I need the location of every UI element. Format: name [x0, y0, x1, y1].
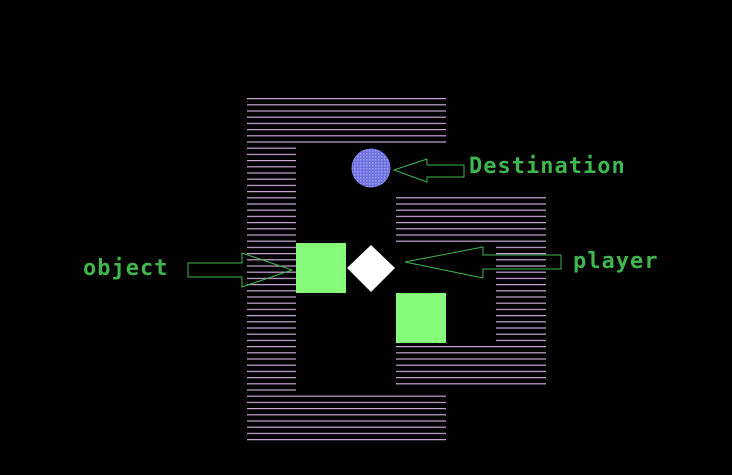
- destination-icon: [351, 148, 391, 188]
- wall-top: [247, 98, 446, 144]
- player-icon: [347, 245, 395, 292]
- object-arrow-icon: [187, 252, 294, 288]
- player-arrow-icon: [404, 246, 562, 279]
- destination-arrow-icon: [392, 158, 465, 183]
- object-label: object: [83, 256, 169, 281]
- object-box-2: [396, 293, 446, 343]
- object-box: [296, 243, 346, 293]
- wall-right-side: [496, 244, 546, 344]
- player-label: player: [573, 249, 659, 274]
- wall-right-lower: [396, 344, 546, 388]
- wall-right-upper: [396, 194, 546, 244]
- destination-label: Destination: [469, 154, 626, 179]
- wall-bottom: [247, 394, 446, 444]
- walls: [247, 98, 546, 444]
